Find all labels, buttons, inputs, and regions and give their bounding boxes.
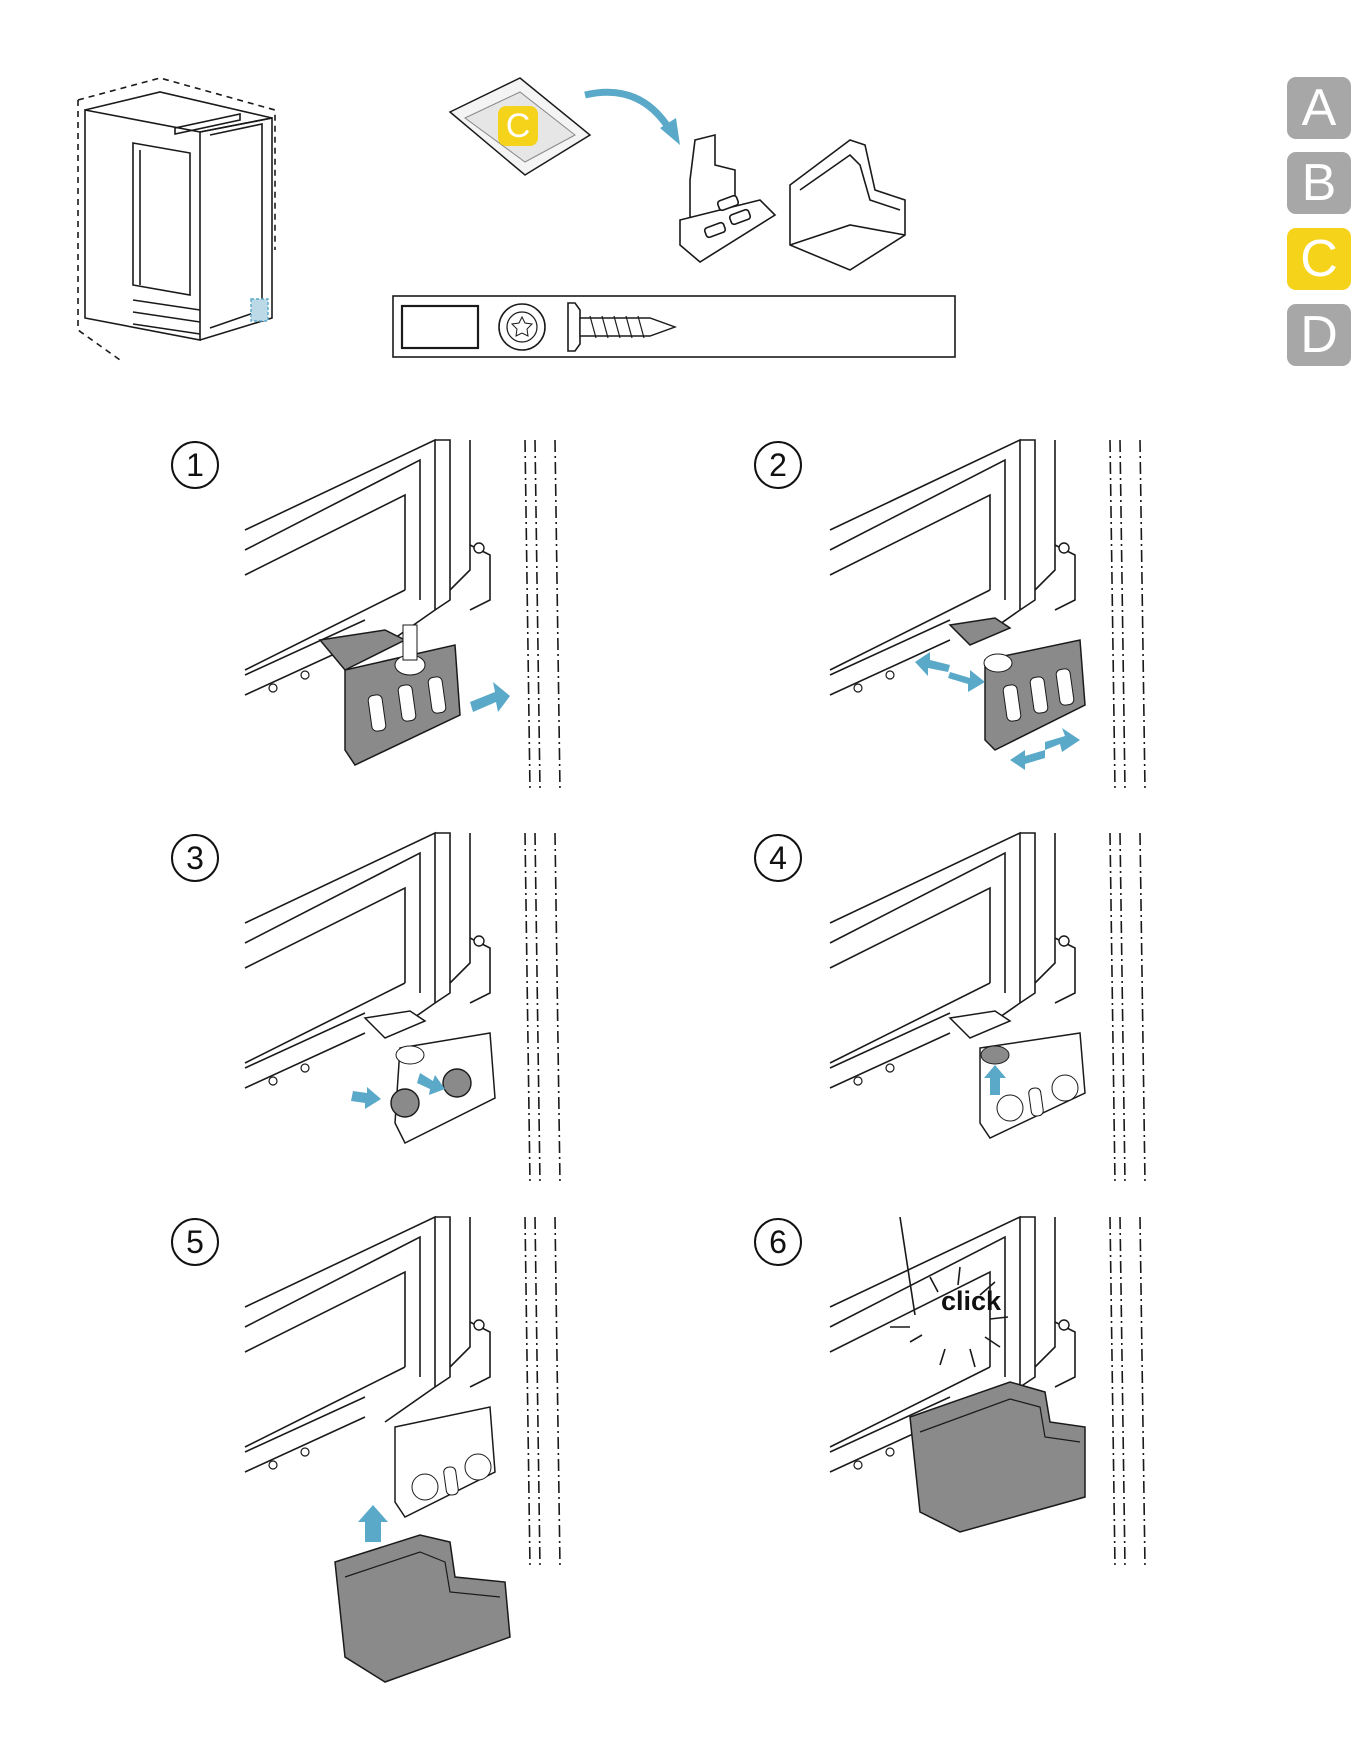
section-tab-c[interactable]: C <box>1287 228 1351 290</box>
step-4-illustration <box>830 833 1170 1193</box>
step-number-5: 5 <box>171 1218 219 1266</box>
step-1-illustration <box>245 440 585 800</box>
step-number-3: 3 <box>171 834 219 882</box>
step-number-2: 2 <box>754 441 802 489</box>
step-5-illustration <box>245 1217 585 1697</box>
section-tab-a[interactable]: A <box>1287 77 1351 139</box>
hinge-location-highlight <box>251 299 268 321</box>
step-number-6: 6 <box>754 1218 802 1266</box>
package-badge: C <box>498 106 538 146</box>
step-number-4: 4 <box>754 834 802 882</box>
step-2-illustration <box>830 440 1170 800</box>
step-6-illustration <box>830 1217 1170 1617</box>
step-3-illustration <box>245 833 585 1193</box>
section-tab-d[interactable]: D <box>1287 304 1351 366</box>
click-annotation: click <box>941 1286 1001 1317</box>
step-number-1: 1 <box>171 441 219 489</box>
section-tab-b[interactable]: B <box>1287 152 1351 214</box>
